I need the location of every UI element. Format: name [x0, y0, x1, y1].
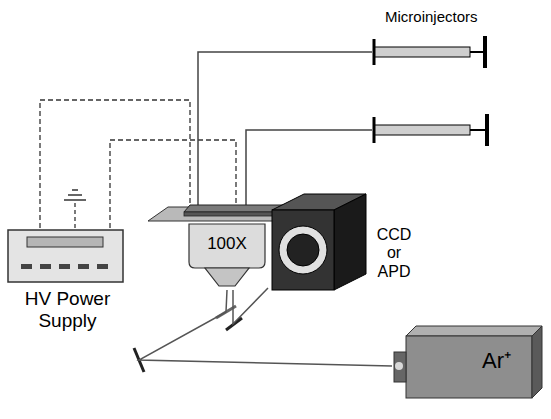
objective-body — [189, 224, 265, 268]
objective-lens-label: 100X — [189, 234, 265, 254]
laser-side — [532, 326, 542, 398]
light-path — [139, 290, 392, 366]
camera-detector-outline — [268, 188, 418, 300]
button — [59, 264, 70, 269]
power-supply-body — [8, 230, 123, 282]
camera-lens — [287, 234, 319, 266]
button — [40, 264, 51, 269]
capillary-tube — [198, 52, 372, 207]
syringe-barrel — [374, 47, 470, 57]
camera-detector-label: CCD or APD — [372, 226, 416, 281]
button — [21, 264, 32, 269]
syringe-plunger — [485, 114, 489, 146]
objective-lens: 100X — [185, 222, 269, 290]
syringe-flange — [373, 39, 376, 65]
argon-laser: Ar⁺ — [392, 322, 544, 402]
power-supply-label: HV Power Supply — [5, 288, 130, 332]
ground-symbol — [64, 199, 86, 201]
argon-laser-outline — [392, 322, 544, 402]
syringe-barrel — [374, 125, 470, 135]
argon-laser-label: Ar⁺ — [482, 348, 538, 373]
objective-lens-outline — [185, 222, 269, 290]
button — [97, 264, 108, 269]
camera-side — [334, 194, 366, 290]
camera-front — [272, 210, 334, 290]
syringe-flange — [373, 117, 376, 143]
camera-lens — [279, 226, 327, 274]
laser-body — [406, 336, 532, 398]
syringe-plunger — [470, 51, 484, 53]
microchip — [184, 212, 286, 216]
ground-symbol — [68, 194, 82, 196]
power-supply-outline — [5, 228, 130, 288]
button — [78, 264, 89, 269]
syringe-plunger — [483, 36, 487, 68]
laser-aperture — [394, 352, 406, 382]
camera-detector: CCD or APD — [268, 188, 418, 300]
ground-symbol — [72, 189, 78, 191]
syringe-plunger — [470, 129, 486, 131]
part-label: Microinjectors — [385, 8, 478, 25]
laser-aperture — [395, 362, 403, 370]
power-supply: HV Power Supply — [5, 228, 130, 336]
display — [27, 237, 103, 247]
light-path — [233, 288, 268, 324]
laser-top — [406, 326, 542, 336]
ground-wire — [74, 201, 75, 228]
objective-tip — [205, 268, 249, 286]
